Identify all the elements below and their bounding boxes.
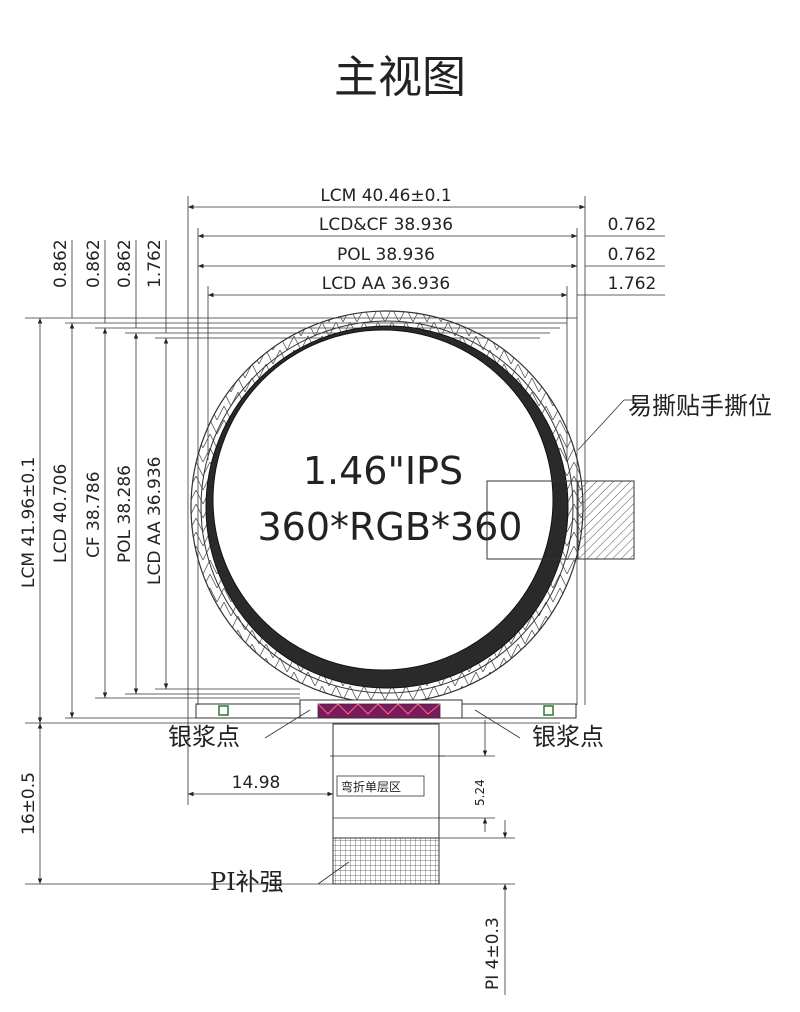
dim-lcd-height: LCD 40.706 [51, 464, 71, 563]
dim-left-top-3: 0.862 [115, 239, 135, 288]
silver-dot-right [543, 705, 554, 716]
silver-right-label: 银浆点 [532, 723, 604, 751]
display-size-label: 1.46"IPS [303, 449, 463, 493]
dim-pol-width: POL 38.936 [337, 245, 435, 265]
dim-right-1: 0.762 [608, 215, 657, 235]
dim-left-top-1: 0.862 [51, 239, 71, 288]
dim-left-top-4: 1.762 [145, 239, 165, 288]
bond-area: 银浆点 银浆点 [168, 699, 604, 751]
pi-stiffener-label: PI补强 [210, 868, 284, 896]
dim-lcm-width: LCM 40.46±0.1 [320, 186, 451, 206]
dim-lcd-aa-height: LCD AA 36.936 [145, 457, 165, 585]
tab-callout-label: 易撕贴手撕位 [628, 392, 772, 420]
pull-tab: 易撕贴手撕位 [486, 392, 772, 560]
dim-left-top-2: 0.862 [84, 239, 104, 288]
dim-right-3: 1.762 [608, 274, 657, 294]
bend-area-label: 弯折单层区 [341, 779, 401, 794]
dim-fpc-length: 16±0.5 [19, 772, 39, 835]
fpc-tail: 弯折单层区 PI补强 [210, 723, 445, 896]
dim-lcm-height: LCM 41.96±0.1 [19, 457, 39, 588]
dim-bend-length: 5.24 [473, 779, 487, 806]
dim-fpc-offset: 14.98 [232, 773, 281, 793]
top-dimensions: LCM 40.46±0.1 LCD&CF 38.936 POL 38.936 L… [187, 186, 665, 805]
dim-pol-height: POL 38.286 [115, 465, 135, 563]
bottom-dimensions: 14.98 16±0.5 5.24 PI 4±0.3 [19, 720, 515, 995]
dim-cf-height: CF 38.786 [84, 471, 104, 558]
dim-lcd-aa-width: LCD AA 36.936 [322, 274, 450, 294]
left-dimensions: 0.862 0.862 0.862 1.762 LCM 41.96±0.1 LC… [19, 239, 577, 724]
round-display: 1.46"IPS 360*RGB*360 [190, 310, 584, 704]
dim-pi-thickness: PI 4±0.3 [483, 917, 503, 990]
silver-dot-left [218, 705, 229, 716]
page-title: 主视图 [334, 52, 466, 103]
dim-right-2: 0.762 [608, 245, 657, 265]
silver-left-label: 银浆点 [168, 723, 240, 751]
dim-lcd-cf-width: LCD&CF 38.936 [319, 215, 453, 235]
display-resolution-label: 360*RGB*360 [258, 505, 523, 549]
